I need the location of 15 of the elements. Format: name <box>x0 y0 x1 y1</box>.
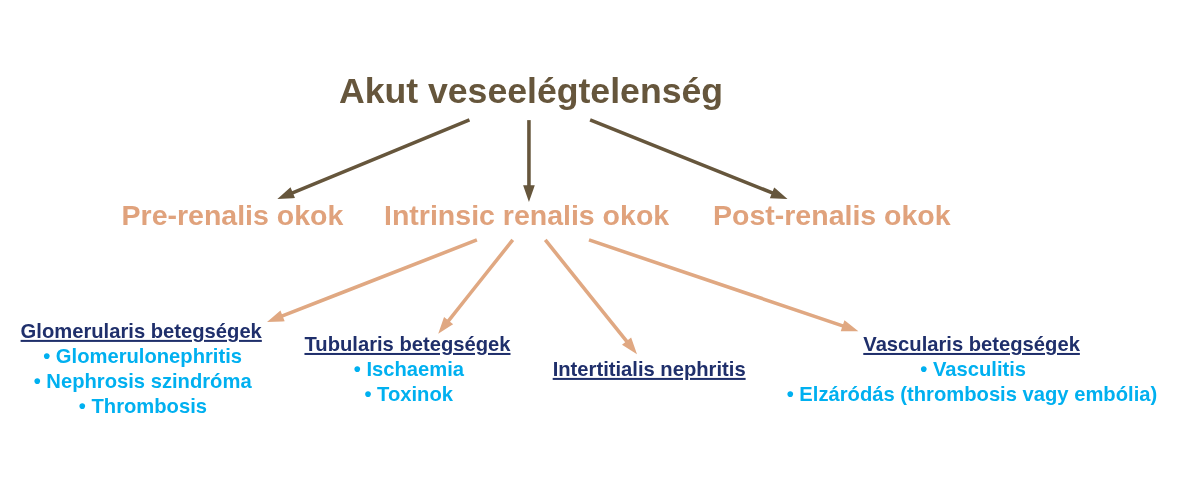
arrow <box>588 237 859 331</box>
arrow <box>267 237 478 322</box>
node-text: Glomerularis betegségek • Glomerulonephritis • Nephrosis szindróma • Thrombosis <box>20 319 262 417</box>
arrow <box>543 238 637 354</box>
node-text: Post-renalis okok <box>713 198 951 231</box>
node-text: Pre-renalis okok <box>121 198 344 231</box>
node-text: Tubularis betegségek • Ischaemia • Toxinok <box>304 332 511 405</box>
arrow <box>277 117 471 199</box>
node-text: Vascularis betegségek • Vasculitis • Elzáródás (thrombosis vagy embólia) <box>786 332 1158 405</box>
arrow <box>438 238 515 334</box>
node-text: Intertitialis nephritis <box>552 357 746 380</box>
node-text: Akut veseelégtelenség <box>338 70 724 111</box>
node-text: Intrinsic renalis okok <box>384 198 670 231</box>
arrow <box>523 119 535 202</box>
arrow <box>589 117 788 199</box>
